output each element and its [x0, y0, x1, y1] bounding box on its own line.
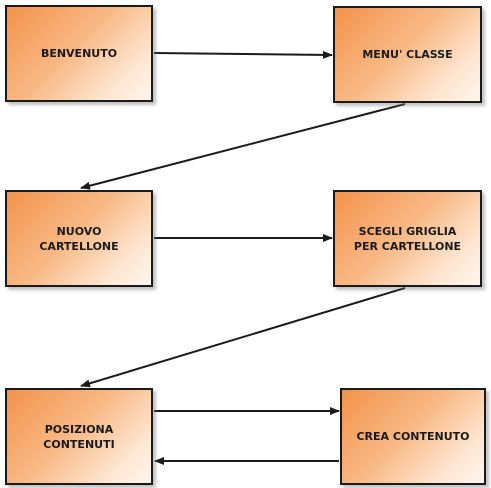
node-scegli-griglia-label: SCEGLI GRIGLIA PER CARTELLONE [353, 224, 462, 253]
node-nuovo-cartellone-label: NUOVO CARTELLONE [39, 224, 119, 253]
node-crea-contenuto-label: CREA CONTENUTO [356, 430, 470, 443]
node-crea-contenuto: CREA CONTENUTO [340, 388, 486, 485]
node-menu-classe: MENU' CLASSE [333, 6, 482, 103]
node-nuovo-cartellone: NUOVO CARTELLONE [5, 190, 153, 287]
edge-benvenuto-to-menu-classe [153, 50, 333, 59]
node-scegli-griglia: SCEGLI GRIGLIA PER CARTELLONE [333, 190, 482, 287]
node-menu-classe-label: MENU' CLASSE [362, 48, 453, 61]
node-posiziona-contenuti-label: POSIZIONA CONTENUTI [43, 422, 115, 451]
edge-scegli-griglia-to-posiziona-contenuti [80, 287, 406, 388]
node-benvenuto-label: BENVENUTO [40, 47, 118, 60]
node-benvenuto: BENVENUTO [5, 5, 153, 102]
node-posiziona-contenuti: POSIZIONA CONTENUTI [5, 388, 153, 485]
edge-menu-classe-to-nuovo-cartellone [80, 103, 406, 190]
